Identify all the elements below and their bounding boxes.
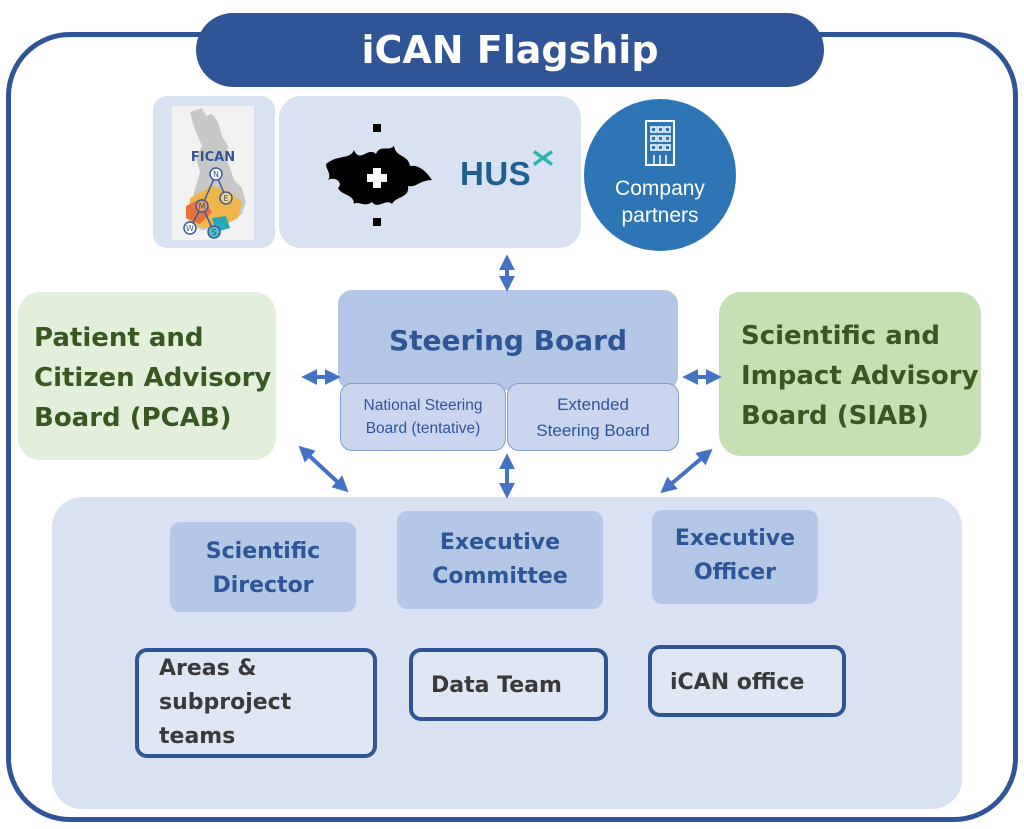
- map-node-label: W: [186, 224, 194, 233]
- scientific-director-line-1: Scientific: [205, 539, 321, 564]
- pcab-line-3: Board (PCAB): [34, 403, 232, 433]
- siab-board: Scientific and Impact Advisory Board (SI…: [719, 292, 981, 456]
- arrow-siab-operations: [660, 448, 713, 494]
- executive-committee-line-1: Executive: [439, 530, 561, 555]
- data-team-box: Data Team: [409, 648, 608, 721]
- scientific-director-box: Scientific Director: [170, 522, 356, 612]
- company-line-1: Company: [615, 177, 705, 200]
- national-line-2: Board (tentative): [365, 420, 481, 437]
- executive-officer-line-2: Officer: [693, 560, 777, 585]
- areas-line-3: teams: [159, 724, 236, 749]
- ican-office-box: iCAN office: [648, 645, 846, 717]
- executive-officer-box: Executive Officer: [652, 510, 818, 604]
- pcab-line-1: Patient and: [34, 323, 204, 353]
- building-icon: [645, 120, 675, 166]
- national-line-1: National Steering: [363, 397, 483, 414]
- fican-map-logo: FICAN N E M W S: [172, 106, 254, 240]
- scientific-director-line-2: Director: [212, 573, 314, 598]
- executive-committee-line-2: Committee: [432, 564, 568, 589]
- map-node-label: S: [211, 228, 216, 237]
- svg-text:FICAN: FICAN: [191, 150, 235, 165]
- areas-line-1: Areas &: [159, 656, 257, 681]
- page-title: iCAN Flagship: [196, 13, 824, 87]
- siab-line-3: Board (SIAB): [741, 401, 929, 431]
- data-team-label: Data Team: [431, 673, 562, 698]
- extended-steering-board: Extended Steering Board: [507, 383, 679, 451]
- hus-logo-text: HUS: [460, 155, 532, 192]
- map-node-label: N: [213, 170, 219, 179]
- executive-committee-box: Executive Committee: [397, 511, 603, 609]
- university-flame-logo-icon: [326, 124, 432, 226]
- page-title-text: iCAN Flagship: [361, 28, 659, 72]
- finland-map-icon: FICAN N E M W S: [183, 108, 246, 239]
- pcab-line-2: Citizen Advisory: [34, 363, 272, 393]
- national-steering-board: National Steering Board (tentative): [340, 383, 506, 451]
- company-partners-label: Company partners: [584, 175, 736, 229]
- steering-board: Steering Board: [338, 290, 678, 390]
- hus-logo: HUS: [460, 155, 531, 193]
- map-node-label: E: [223, 194, 228, 203]
- company-partners-circle: Company partners: [584, 99, 736, 251]
- extended-line-1: Extended: [557, 395, 629, 414]
- steering-board-title: Steering Board: [389, 324, 627, 357]
- areas-subproject-teams-box: Areas & subproject teams: [135, 648, 377, 758]
- map-node-label: M: [199, 202, 206, 211]
- arrow-pcab-operations: [298, 445, 349, 493]
- ican-office-label: iCAN office: [670, 670, 805, 695]
- siab-line-1: Scientific and: [741, 321, 940, 351]
- executive-officer-line-1: Executive: [674, 526, 796, 551]
- areas-line-2: subproject: [159, 690, 292, 715]
- siab-line-2: Impact Advisory: [741, 361, 979, 391]
- company-line-2: partners: [621, 204, 699, 227]
- hus-cross-icon: [533, 150, 553, 166]
- pcab-board: Patient and Citizen Advisory Board (PCAB…: [18, 292, 276, 460]
- extended-line-2: Steering Board: [536, 421, 650, 440]
